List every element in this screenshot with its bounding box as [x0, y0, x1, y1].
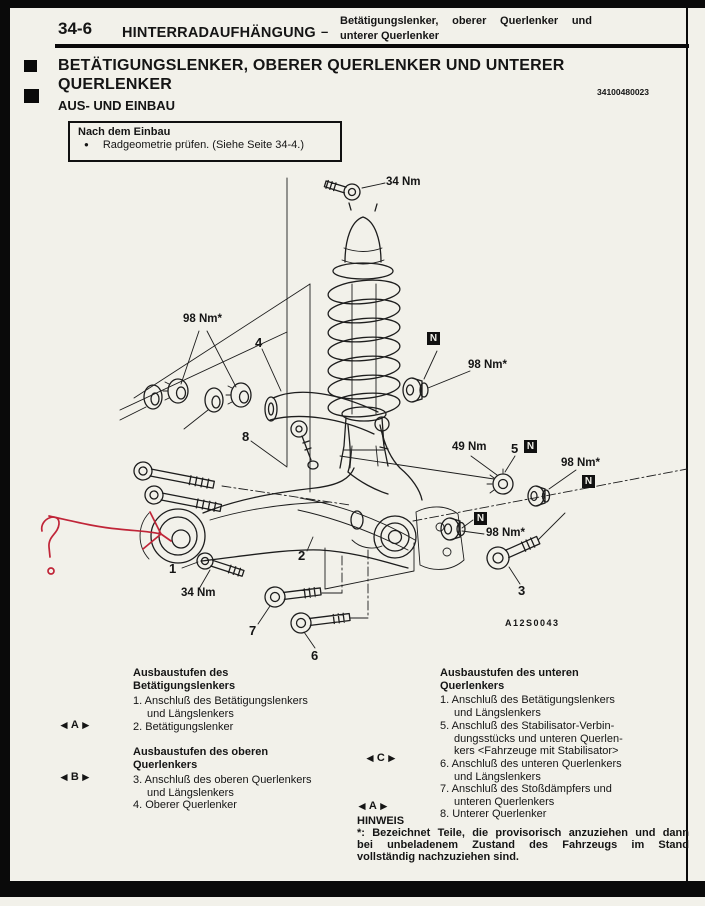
stabilizer-link-bolt — [290, 420, 319, 470]
header-rule — [55, 44, 689, 48]
part-number: 7 — [249, 623, 257, 638]
right-arrow-icon: ► — [377, 799, 390, 813]
bolt-icon-7 — [264, 586, 322, 608]
legend-item: und Längslenkers — [454, 771, 541, 783]
scan-blob — [24, 60, 37, 72]
legend-heading: Ausbaustufen des oberen — [133, 746, 269, 758]
bolt-icon-3 — [486, 535, 541, 570]
red-annotation — [41, 511, 172, 575]
marker-a: ◄A► — [58, 718, 92, 732]
trailing-arm-assembly — [139, 424, 465, 570]
doc-code: 34100480023 — [597, 87, 650, 97]
part-number: 1 — [169, 561, 177, 576]
legend-item: dungsstücks und unteren Querlen- — [454, 733, 623, 745]
part-number: 6 — [311, 648, 319, 663]
part-number: 5 — [511, 441, 519, 456]
header-topic-line1: Betätigungslenker, oberer Querlenker und — [340, 15, 592, 27]
marker-a-note: ◄A► — [356, 799, 390, 813]
scan-border-top — [0, 0, 705, 8]
marker-c: ◄C► — [364, 751, 398, 765]
right-arrow-icon: ► — [385, 751, 398, 765]
n-symbol-badge: N — [427, 332, 440, 345]
legend-item: und Längslenkers — [454, 707, 541, 719]
header-dash: – — [321, 24, 329, 39]
scan-border-right — [686, 8, 688, 881]
legend-heading: Querlenkers — [440, 680, 505, 692]
nut-icon-upper-right — [402, 377, 429, 403]
legend-item: und Längslenkers — [147, 708, 234, 720]
note-line: bei unbeladenem Zustand des Fahrzeugs im… — [357, 839, 689, 851]
note-line: vollständig nachzuziehen sind. — [357, 851, 519, 863]
legend-item: 8. Unterer Querlenker — [440, 808, 547, 820]
page-title-line1: BETÄTIGUNGSLENKER, OBERER QUERLENKER UND… — [58, 57, 565, 74]
scan-border-left — [0, 0, 10, 897]
bolt-icon-6 — [290, 612, 351, 634]
legend-item: 6. Anschluß des unteren Querlenkers — [440, 758, 622, 770]
part-number: 4 — [255, 335, 263, 350]
legend-item: 1. Anschluß des Betätigungslenkers — [440, 694, 615, 706]
bullet-icon: ● — [84, 140, 89, 149]
legend-item: 4. Oberer Querlenker — [133, 799, 237, 811]
legend-item: 7. Anschluß des Stoßdämpfers und — [440, 783, 612, 795]
left-arrow-icon: ◄ — [364, 751, 376, 765]
nut-icon-right-98 — [527, 485, 551, 507]
left-arrow-icon: ◄ — [58, 718, 70, 732]
page-number: 34-6 — [58, 19, 93, 38]
torque-label: 49 Nm — [452, 441, 487, 453]
construction-lines — [119, 177, 688, 619]
legend-heading: Querlenkers — [133, 759, 198, 771]
scan-blob — [24, 89, 39, 103]
note-heading: HINWEIS — [357, 815, 405, 827]
part-number: 8 — [242, 429, 250, 444]
note-line: *: Bezeichnet Teile, die provisorisch an… — [357, 827, 689, 839]
right-arrow-icon: ► — [79, 718, 92, 732]
nut-icon-49nm — [486, 468, 514, 495]
section-title: HINTERRADAUFHÄNGUNG — [122, 25, 316, 41]
nut-icon-center-98 — [440, 517, 466, 541]
legend-item: unteren Querlenkers — [454, 796, 555, 808]
legend-heading: Ausbaustufen des unteren — [440, 667, 579, 679]
legend-item: kers <Fahrzeuge mit Stabilisator> — [454, 745, 619, 757]
bolt-icon-1 — [196, 552, 245, 577]
bolt-icon-top-34nm — [323, 179, 361, 201]
legend-item: 2. Betätigungslenker — [133, 721, 234, 733]
legend-item: und Längslenkers — [147, 787, 234, 799]
torque-label: 98 Nm* — [468, 359, 507, 371]
notice-item: ●Radgeometrie prüfen. (Siehe Seite 34-4.… — [84, 139, 305, 151]
page-title-line2: QUERLENKER — [58, 76, 173, 93]
n-symbol-badge: N — [582, 475, 595, 488]
scan-border-bottom — [0, 881, 705, 897]
torque-label: 98 Nm* — [561, 457, 600, 469]
n-symbol-badge: N — [524, 440, 537, 453]
torque-label: 98 Nm* — [486, 527, 525, 539]
right-arrow-icon: ► — [79, 770, 92, 784]
notice-box: Nach dem Einbau ●Radgeometrie prüfen. (S… — [68, 121, 342, 162]
subtitle: AUS- UND EINBAU — [58, 98, 175, 113]
left-arrow-icon: ◄ — [58, 770, 70, 784]
header-topic-line2: unterer Querlenker — [340, 30, 440, 42]
legend-heading: Ausbaustufen des — [133, 667, 229, 679]
legend-heading: Betätigungslenkers — [133, 680, 236, 692]
leader-lines — [119, 182, 577, 649]
torque-label: 34 Nm — [386, 176, 421, 188]
bolt-icon-a — [133, 461, 215, 489]
torque-label: 34 Nm — [181, 587, 216, 599]
legend-item: 5. Anschluß des Stabilisator-Verbin- — [440, 720, 615, 732]
bolt-icon-b — [144, 485, 223, 513]
strut-coil-spring — [327, 202, 401, 469]
fastener-row-left — [143, 378, 252, 413]
legend-item: 3. Anschluß des oberen Querlenkers — [133, 774, 312, 786]
part-number: 3 — [518, 583, 526, 598]
left-arrow-icon: ◄ — [356, 799, 368, 813]
figure-code: A12S0043 — [505, 618, 560, 628]
legend-item: 1. Anschluß des Betätigungslenkers — [133, 695, 308, 707]
torque-label: 98 Nm* — [183, 313, 222, 325]
notice-heading: Nach dem Einbau — [78, 126, 171, 138]
part-number: 2 — [298, 548, 306, 563]
marker-b: ◄B► — [58, 770, 92, 784]
n-symbol-badge: N — [474, 512, 487, 525]
